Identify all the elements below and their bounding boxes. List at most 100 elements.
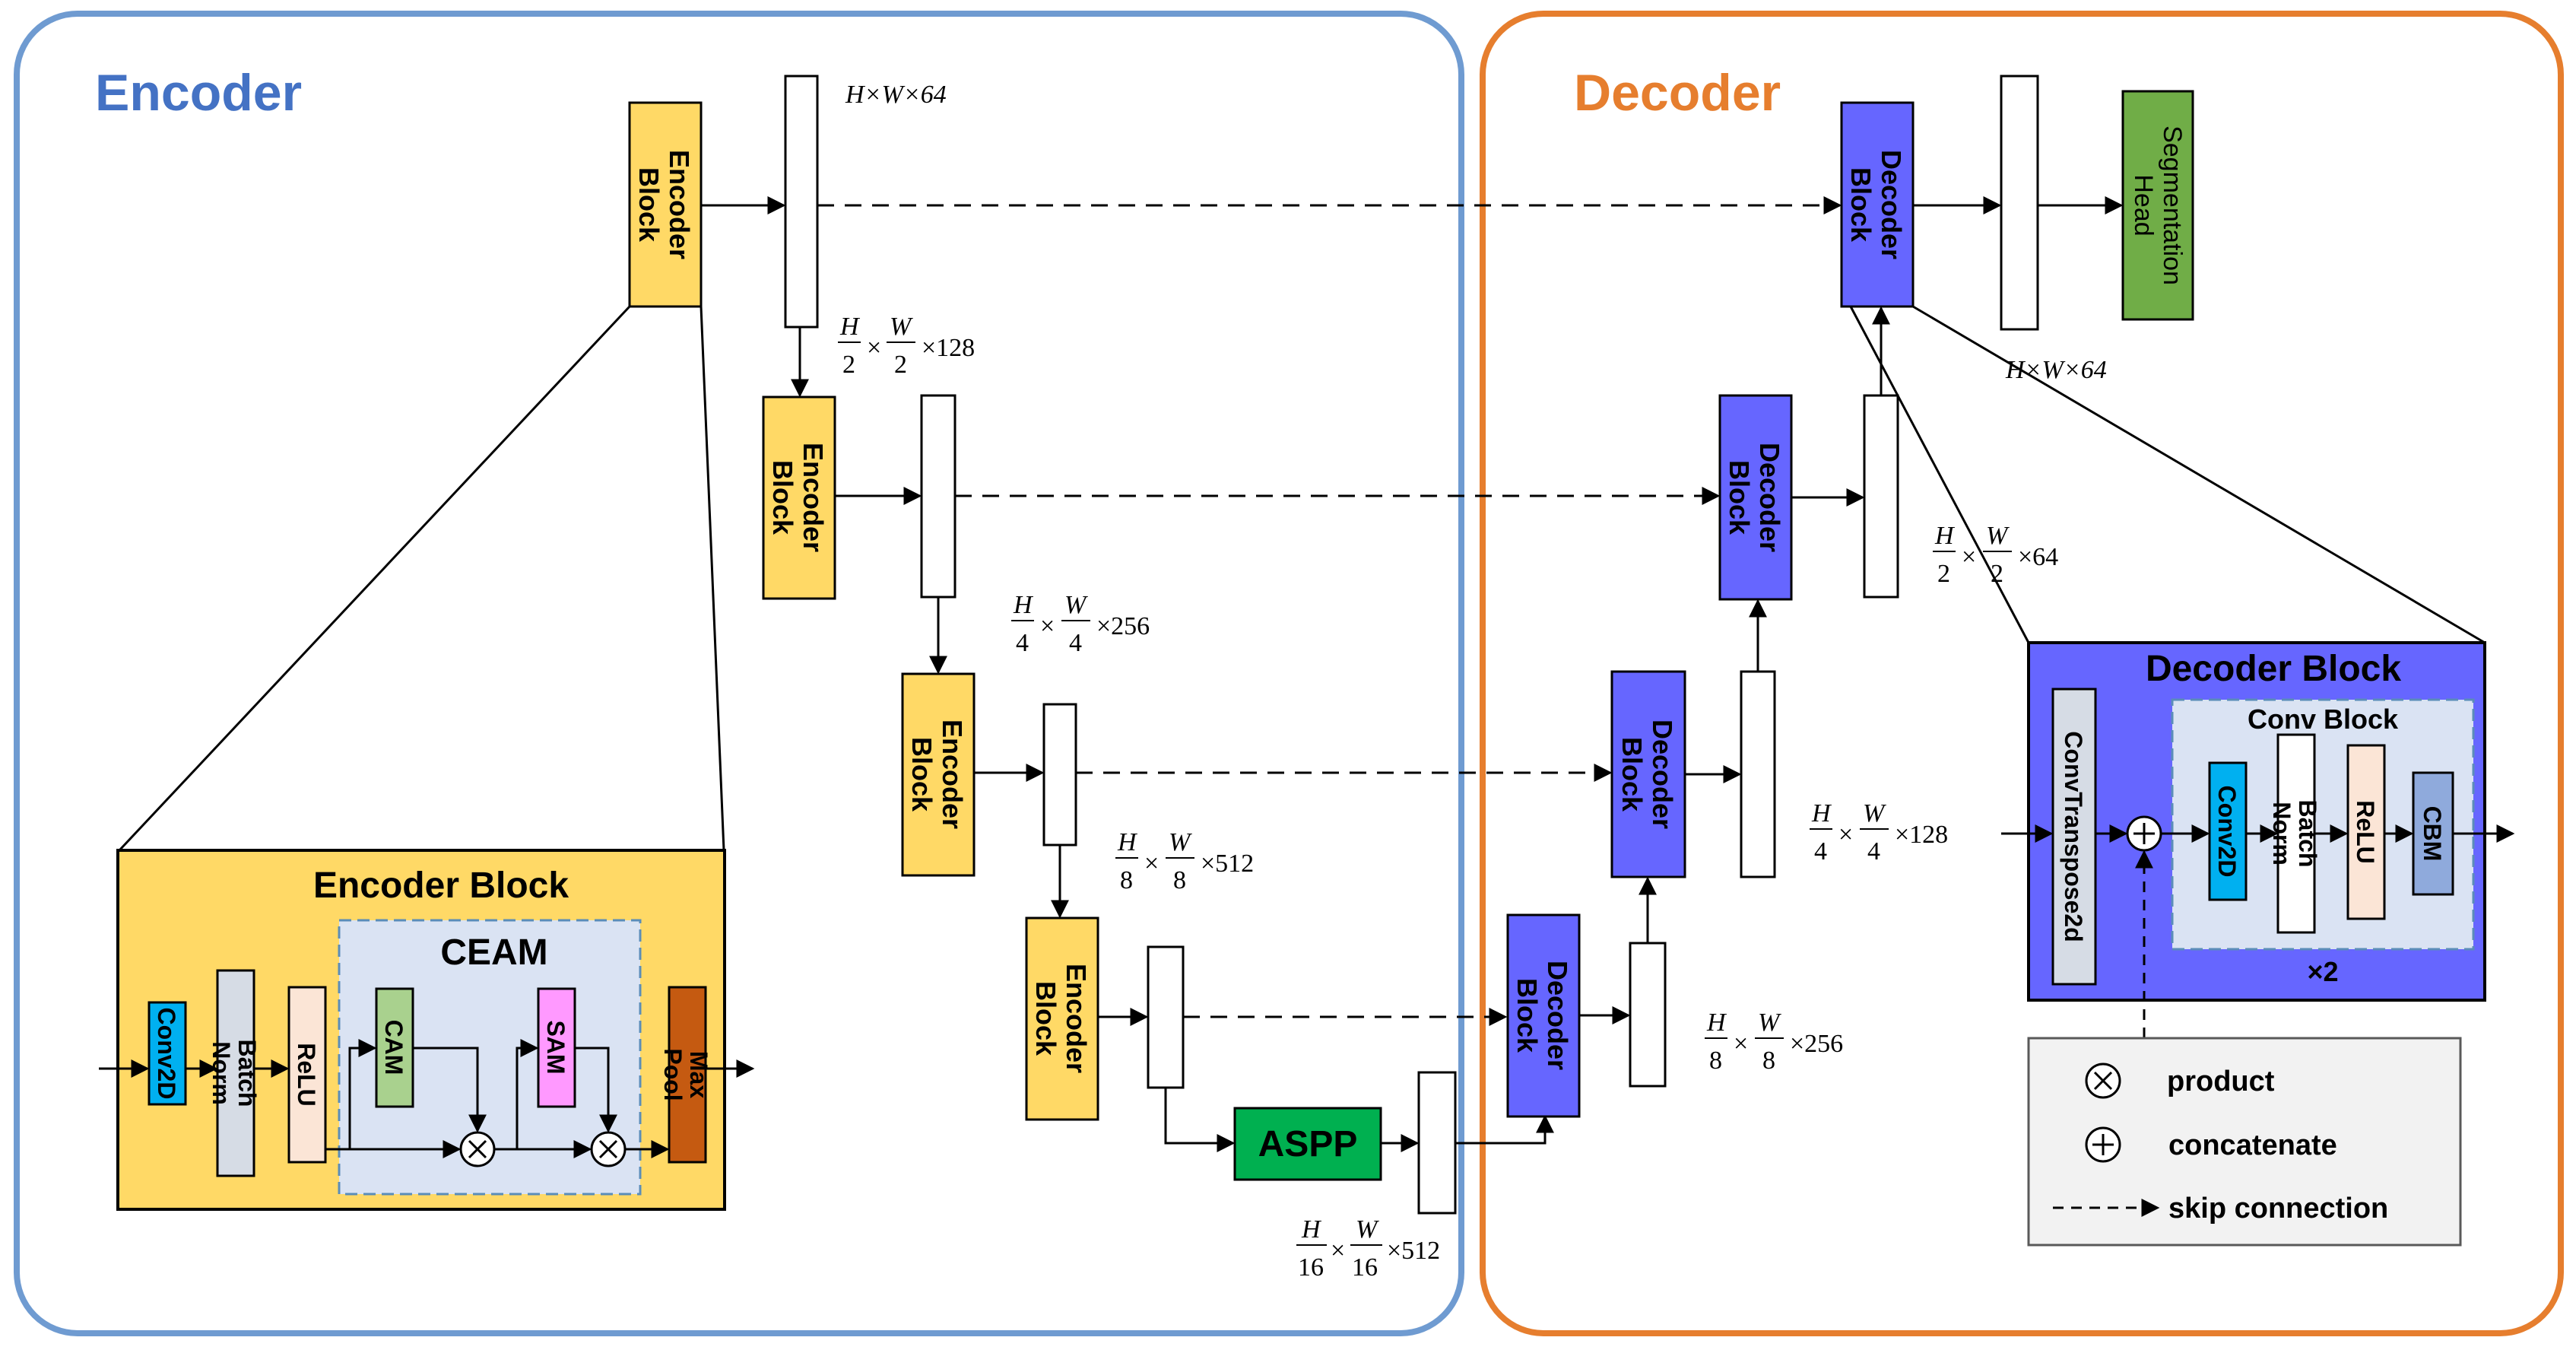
- dim-label-d3: H 2 × W 2 ×64: [1933, 522, 2058, 588]
- svg-text:2: 2: [1991, 560, 2003, 588]
- feature-map-bottleneck: [1417, 1071, 1457, 1215]
- legend-concatenate: concatenate: [2168, 1129, 2337, 1161]
- enc-sam-label: SAM: [542, 1020, 569, 1074]
- encoder-block-1: Encoder Block: [628, 101, 703, 308]
- svg-text:×256: ×256: [1790, 1030, 1843, 1058]
- enc-maxpool-label-1: Max: [685, 1051, 712, 1098]
- svg-text:W: W: [1986, 522, 2010, 550]
- svg-text:W: W: [1863, 799, 1886, 827]
- concatenate-icon: [2126, 815, 2162, 852]
- svg-text:W: W: [890, 313, 913, 341]
- svg-text:4: 4: [1016, 629, 1029, 657]
- dim-label-e3: H 4 × W 4 ×256: [1011, 591, 1150, 657]
- decoder-panel: [1480, 11, 2564, 1336]
- dim-label-d1: H 8 × W 8 ×256: [1705, 1009, 1843, 1075]
- decoder-block-label-1: Decoder: [1754, 443, 1785, 552]
- encoder-detail-title: Encoder Block: [313, 866, 569, 906]
- encoder-block-label-2: Block: [633, 167, 665, 243]
- decoder-block-label-1: Decoder: [1647, 719, 1678, 829]
- svg-text:H: H: [1301, 1215, 1322, 1244]
- svg-text:W: W: [1758, 1009, 1781, 1037]
- product-icon: [590, 1131, 627, 1167]
- encoder-block-label-2: Block: [1030, 981, 1061, 1056]
- encoder-block-label-1: Encoder: [937, 719, 968, 829]
- enc-bn-label-1: Batch: [233, 1040, 261, 1107]
- feature-map-d4: [2000, 75, 2039, 331]
- svg-text:×: ×: [1962, 543, 1976, 571]
- svg-text:W: W: [1356, 1215, 1379, 1244]
- feature-map-d3: [1863, 394, 1899, 599]
- feature-map-e3: [1042, 703, 1077, 847]
- dim-label-e1: H×W×64: [845, 81, 947, 109]
- svg-text:×: ×: [1734, 1030, 1748, 1058]
- svg-text:×: ×: [1838, 821, 1853, 849]
- svg-text:4: 4: [1814, 837, 1827, 866]
- encoder-block-label-1: Encoder: [664, 150, 695, 259]
- encoder-block-label-2: Block: [906, 737, 937, 812]
- svg-text:8: 8: [1762, 1047, 1775, 1075]
- legend: product concatenate skip connection: [2027, 1037, 2462, 1247]
- svg-text:×: ×: [867, 334, 881, 362]
- svg-text:H: H: [1811, 799, 1832, 827]
- svg-text:16: 16: [1352, 1253, 1378, 1282]
- aspp-label: ASPP: [1258, 1124, 1358, 1164]
- feature-map-d1: [1629, 942, 1667, 1088]
- svg-text:H: H: [1706, 1009, 1727, 1037]
- conv-block-title: Conv Block: [2248, 704, 2399, 735]
- svg-text:W: W: [1169, 828, 1192, 856]
- svg-text:8: 8: [1709, 1047, 1722, 1075]
- svg-text:2: 2: [842, 351, 855, 379]
- svg-text:2: 2: [894, 351, 907, 379]
- encoder-block-label-1: Encoder: [798, 443, 829, 552]
- dim-label-bottleneck: H 16 × W 16 ×512: [1296, 1215, 1440, 1282]
- product-icon: [2085, 1063, 2121, 1099]
- encoder-panel: [14, 11, 1464, 1336]
- enc-relu-label: ReLU: [293, 1043, 320, 1107]
- decoder-block-4: Decoder Block: [1840, 101, 1915, 308]
- svg-text:H: H: [1013, 591, 1034, 619]
- svg-text:×256: ×256: [1096, 612, 1150, 640]
- svg-text:×: ×: [1144, 850, 1159, 878]
- svg-text:16: 16: [1298, 1253, 1324, 1282]
- decoder-block-label-1: Decoder: [1876, 150, 1907, 259]
- repeat-label: ×2: [2307, 956, 2338, 987]
- svg-text:H: H: [1934, 522, 1956, 550]
- svg-text:8: 8: [1120, 866, 1133, 894]
- svg-text:H: H: [839, 313, 861, 341]
- decoder-title: Decoder: [1574, 64, 1781, 122]
- decoder-block-label-1: Decoder: [1542, 961, 1573, 1070]
- seg-head-label-1: Segmentation: [2158, 125, 2187, 285]
- aspp-block: ASPP: [1233, 1107, 1382, 1181]
- decoder-block-2: Decoder Block: [1610, 670, 1686, 878]
- enc-maxpool-label-2: Pool: [659, 1048, 687, 1101]
- svg-text:×512: ×512: [1201, 850, 1254, 878]
- enc-bn-label-2: Norm: [208, 1041, 235, 1105]
- svg-text:×64: ×64: [2018, 543, 2058, 571]
- legend-product: product: [2167, 1066, 2275, 1097]
- feature-map-e1: [784, 75, 819, 329]
- legend-skip: skip connection: [2168, 1193, 2388, 1225]
- svg-text:×128: ×128: [1895, 821, 1948, 849]
- enc-cam-label: CAM: [380, 1020, 408, 1075]
- decoder-detail-title: Decoder Block: [2146, 649, 2401, 689]
- svg-text:4: 4: [1867, 837, 1880, 866]
- feature-map-e4: [1147, 945, 1185, 1089]
- dec-convtranspose-label: ConvTranspose2d: [2060, 731, 2087, 942]
- svg-text:8: 8: [1173, 866, 1186, 894]
- svg-text:×128: ×128: [922, 334, 975, 362]
- decoder-block-1: Decoder Block: [1506, 913, 1581, 1118]
- dim-label-e4: H 8 × W 8 ×512: [1115, 828, 1254, 894]
- decoder-block-label-2: Block: [1845, 167, 1876, 243]
- svg-text:H: H: [1117, 828, 1138, 856]
- seg-head-label-2: Head: [2129, 174, 2158, 236]
- decoder-block-detail: Decoder Block ConvTranspose2d Conv Block…: [2001, 641, 2515, 1038]
- encoder-title: Encoder: [95, 64, 302, 122]
- feature-map-d2: [1740, 670, 1776, 878]
- concatenate-icon: [2085, 1126, 2121, 1163]
- decoder-block-label-2: Block: [1616, 737, 1648, 812]
- decoder-block-label-2: Block: [1512, 978, 1543, 1053]
- svg-text:×512: ×512: [1387, 1237, 1440, 1265]
- encoder-block-detail: Encoder Block CEAM Conv2D Batch Norm ReL…: [99, 849, 755, 1211]
- encoder-block-2: Encoder Block: [762, 395, 836, 600]
